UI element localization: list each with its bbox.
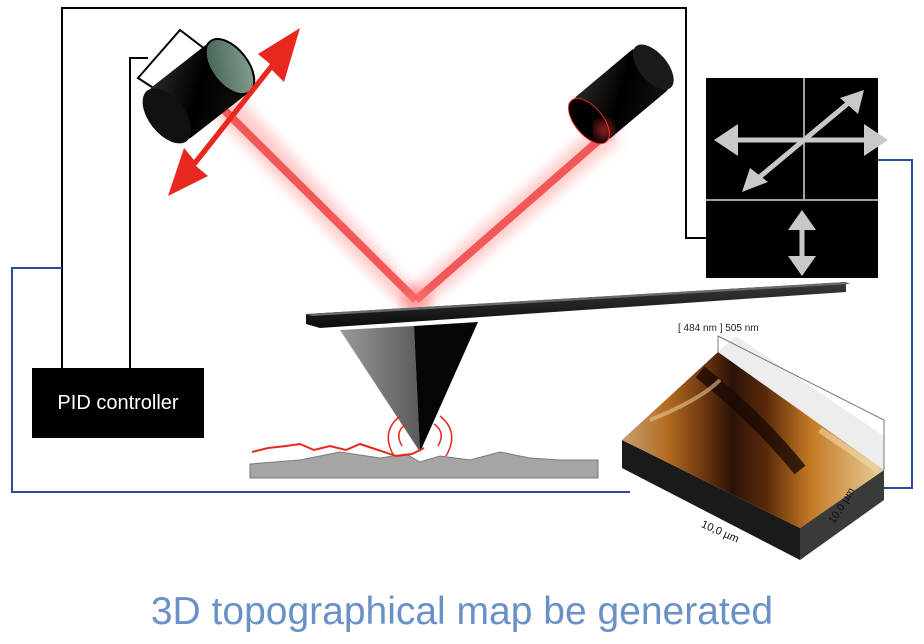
caption: 3D topographical map be generated	[150, 590, 774, 633]
mirror-icon	[136, 28, 256, 144]
pid-controller-box: PID controller	[32, 368, 204, 438]
afm-tip	[340, 322, 478, 452]
pid-controller-label: PID controller	[57, 391, 179, 414]
laser-icon	[568, 44, 674, 145]
direction-arrows-icon	[714, 90, 888, 276]
laser-beams	[200, 86, 620, 314]
cantilever	[306, 282, 850, 328]
control-wiring	[61, 7, 706, 368]
sample-surface	[249, 442, 599, 479]
topography-map	[622, 335, 885, 560]
z-scale-label: [ 484 nm ] 505 nm	[678, 323, 759, 334]
interaction-arcs	[387, 415, 453, 457]
scan-direction-arrow	[168, 28, 300, 196]
feedback-wiring	[11, 159, 913, 493]
